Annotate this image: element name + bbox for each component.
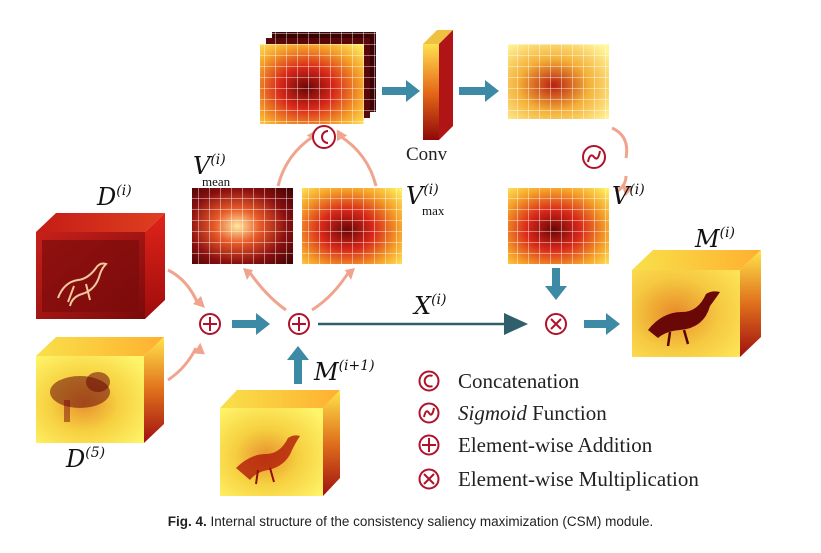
x-arrowhead: [504, 313, 528, 335]
d-5-label: D(5): [65, 445, 105, 473]
concat-icon: [418, 370, 440, 392]
mult-icon: [418, 468, 440, 490]
legend-item-multiplication: Element-wise Multiplication: [418, 466, 699, 492]
caption-text: Internal structure of the consistency sa…: [206, 514, 654, 529]
conv-label: Conv: [406, 144, 448, 165]
legend-text-multiplication: Element-wise Multiplication: [458, 466, 699, 491]
conv-output-map: [508, 44, 609, 119]
legend-text-addition: Element-wise Addition: [458, 432, 653, 457]
legend-item-concatenation: Concatenation: [418, 368, 579, 394]
mult-operator: [545, 313, 567, 335]
v-max-label: V(i): [406, 182, 439, 210]
m-i-label: M(i): [694, 225, 735, 253]
figure-caption: Fig. 4. Internal structure of the consis…: [0, 514, 821, 529]
v-map: [508, 188, 609, 264]
v-max-sub: max: [422, 203, 445, 218]
v-mean-map: [192, 188, 293, 264]
legend-item-addition: Element-wise Addition: [418, 432, 652, 458]
d-i-cube: [36, 213, 165, 319]
salmon-arrows: [167, 126, 629, 382]
caption-label: Fig. 4.: [167, 514, 207, 529]
add-operator-2: [288, 313, 310, 335]
m-next-label: M(i+1): [313, 358, 375, 386]
add-icon: [418, 434, 440, 456]
sigmoid-operator: [582, 145, 606, 169]
x-label: X(i): [412, 292, 447, 320]
sigmoid-icon: [418, 402, 440, 424]
v-mean-sub: mean: [202, 174, 231, 189]
v-max-map: [302, 188, 402, 264]
concat-operator: [312, 125, 336, 149]
legend-text-sigmoid: Sigmoid Function: [458, 400, 607, 425]
v-label: V(i): [612, 182, 645, 210]
d-5-cube: [36, 337, 164, 443]
m-next-cube: [220, 390, 340, 496]
v-mean-label: V(i): [193, 152, 226, 180]
teal-arrows: [232, 80, 620, 384]
conv-block: [423, 30, 453, 140]
m-i-cube: [632, 250, 761, 357]
d-i-label: D(i): [96, 183, 132, 211]
legend-item-sigmoid: Sigmoid Function: [418, 400, 607, 426]
legend-text-concatenation: Concatenation: [458, 368, 580, 393]
add-operator-1: [199, 313, 221, 335]
concat-stack: [260, 32, 376, 124]
